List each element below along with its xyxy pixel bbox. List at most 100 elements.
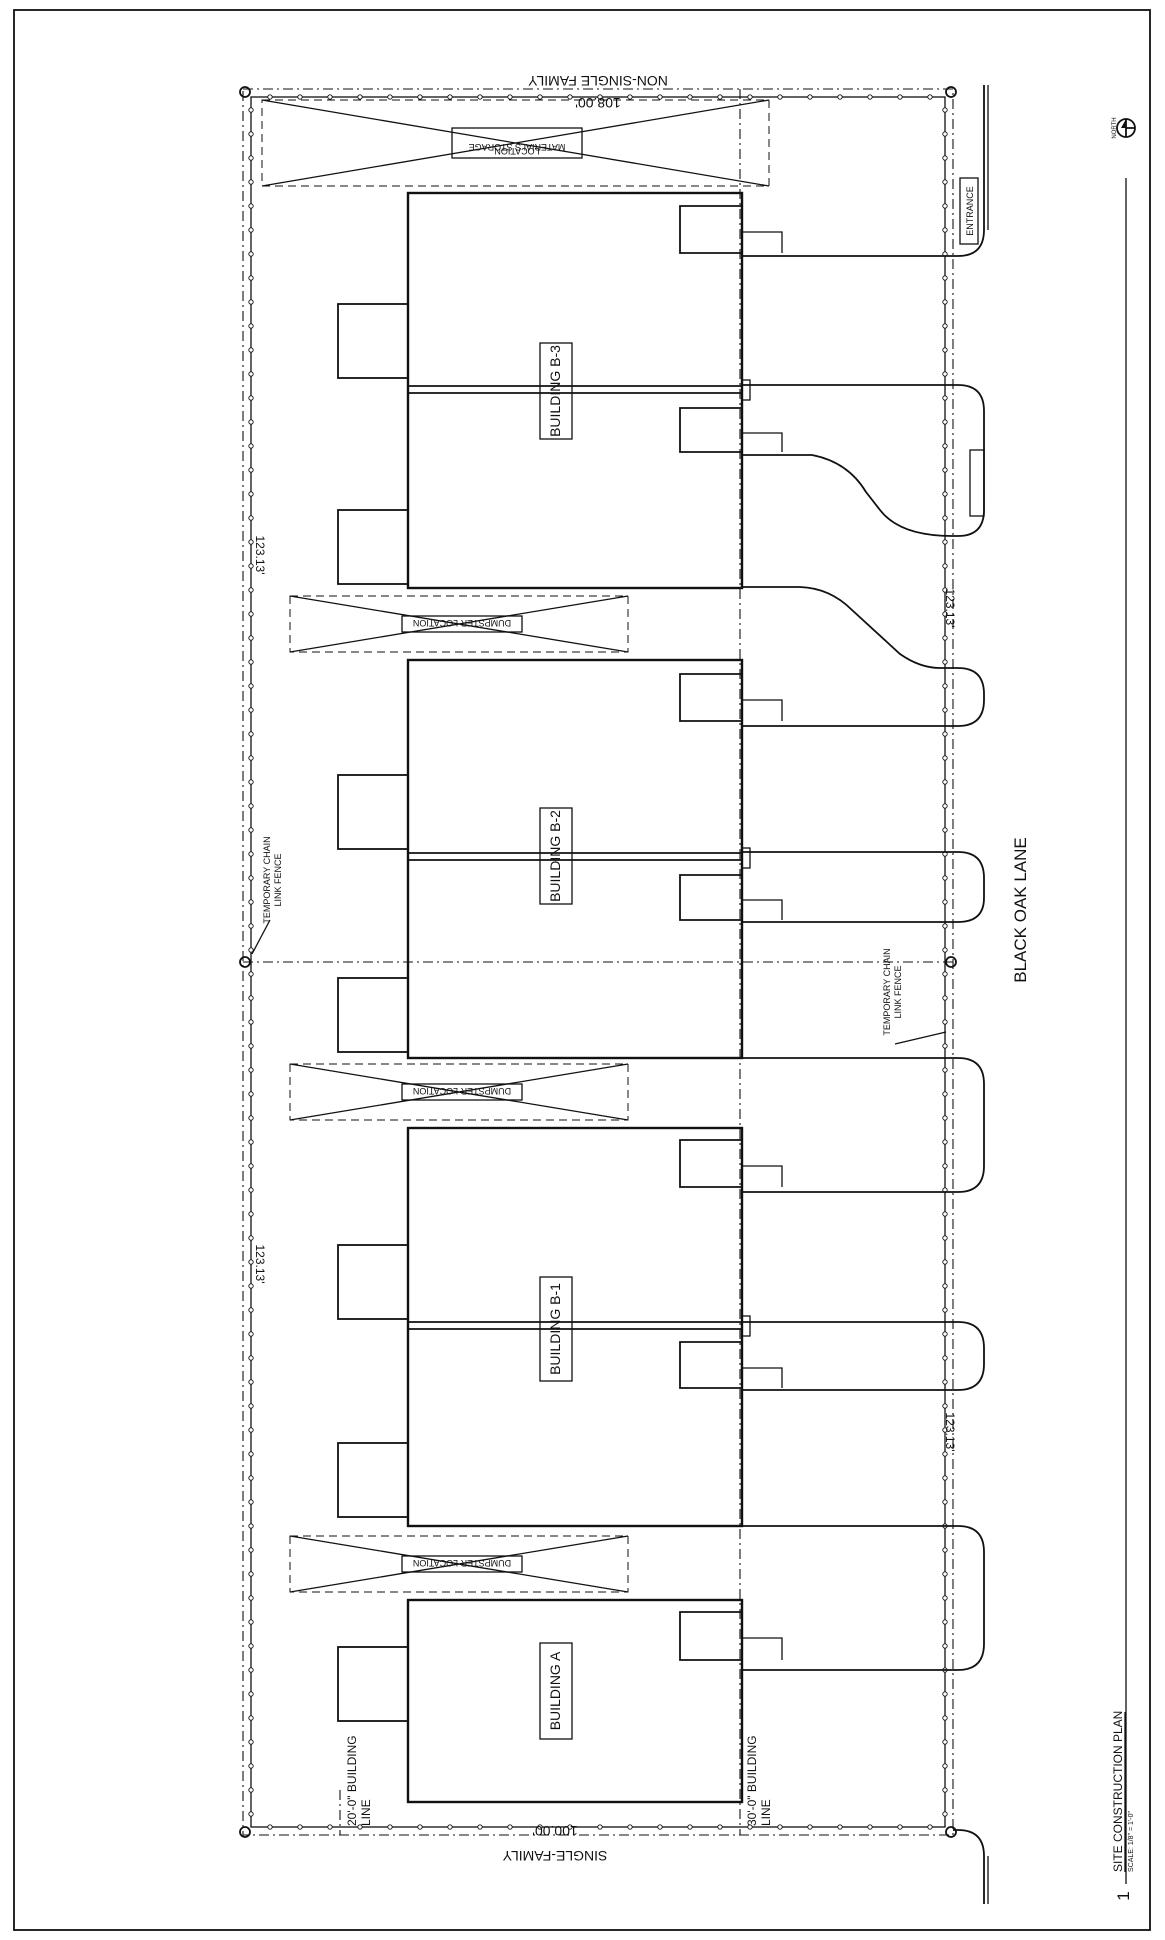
- fence-post: [267, 1824, 273, 1830]
- fence-post: [942, 539, 948, 545]
- dumpster-label: DUMPSTER LOCATION: [413, 1558, 511, 1568]
- fence-post: [942, 971, 948, 977]
- dimension-east-lower: 123.13': [943, 1413, 957, 1452]
- fence-post: [942, 947, 948, 953]
- fence-post: [248, 1595, 254, 1601]
- fence-callout-west-1: TEMPORARY CHAIN: [262, 836, 272, 923]
- fence-post: [248, 1763, 254, 1769]
- fence-post: [942, 419, 948, 425]
- fence-post: [942, 875, 948, 881]
- fence-post: [942, 467, 948, 473]
- fence-post: [942, 731, 948, 737]
- fence-post: [942, 1691, 948, 1697]
- fence-post: [248, 1571, 254, 1577]
- fence-post: [942, 755, 948, 761]
- fence-post: [248, 1643, 254, 1649]
- fence-post: [837, 1824, 843, 1830]
- fence-post: [942, 1307, 948, 1313]
- fence-post: [942, 1811, 948, 1817]
- corner-marker-e: [945, 956, 957, 968]
- materials-storage-x: [261, 99, 770, 187]
- fence-post: [248, 203, 254, 209]
- rear-patio: [337, 303, 409, 379]
- fence-post: [248, 827, 254, 833]
- fence-post: [248, 1715, 254, 1721]
- fence-post: [942, 1475, 948, 1481]
- fence-post: [248, 1787, 254, 1793]
- driveway-exit: [953, 1829, 985, 1904]
- fence-post: [942, 299, 948, 305]
- fence-posts: [248, 94, 948, 1830]
- fence-post: [248, 155, 254, 161]
- fence-post: [248, 1211, 254, 1217]
- fence-post: [387, 1824, 393, 1830]
- fence-post: [942, 635, 948, 641]
- fence-post: [747, 94, 753, 100]
- fence-post: [248, 419, 254, 425]
- fence-post: [627, 1824, 633, 1830]
- fence-post: [747, 1824, 753, 1830]
- fence-callout-west-2: LINK FENCE: [273, 853, 283, 906]
- fence-post: [507, 94, 513, 100]
- fence-post: [447, 94, 453, 100]
- fence-post: [327, 1824, 333, 1830]
- fence-post: [248, 1475, 254, 1481]
- dumpster-upper: DUMPSTER LOCATION: [289, 595, 629, 653]
- fence-post: [942, 659, 948, 665]
- fence-post: [717, 94, 723, 100]
- fence-post: [942, 683, 948, 689]
- plan-number: 1: [1114, 1891, 1133, 1900]
- materials-storage-label: MATERIALS STORAGE: [469, 142, 566, 152]
- fence-post: [942, 1259, 948, 1265]
- corner-marker-w: [239, 956, 251, 968]
- building-b3: [337, 191, 783, 590]
- fence-post: [657, 1824, 663, 1830]
- fence-post: [248, 131, 254, 137]
- fence-post: [942, 227, 948, 233]
- fence-post: [942, 1787, 948, 1793]
- fence-post: [248, 1355, 254, 1361]
- dumpster-lower: DUMPSTER LOCATION: [289, 1535, 629, 1593]
- building-line-20-label: 20'-0" BUILDING: [345, 1735, 359, 1826]
- building-b2-label: BUILDING B-2: [547, 810, 563, 902]
- fence-post: [942, 1643, 948, 1649]
- fence-post: [248, 635, 254, 641]
- fence-post: [942, 563, 948, 569]
- fence-post: [927, 94, 933, 100]
- bottom-zone-label: SINGLE-FAMILY: [502, 1848, 607, 1864]
- dimension-east-upper: 123.13': [943, 589, 957, 628]
- dumpster-label: DUMPSTER LOCATION: [413, 1086, 511, 1096]
- fence-post: [248, 947, 254, 953]
- fence-post: [297, 1824, 303, 1830]
- fence-post: [477, 1824, 483, 1830]
- fence-callout-east-leader: [894, 1031, 947, 1045]
- fence-post: [248, 275, 254, 281]
- corner-marker-se: [945, 1826, 957, 1838]
- fence-post: [942, 155, 948, 161]
- rear-patio: [337, 509, 409, 585]
- fence-post: [657, 94, 663, 100]
- fence-post: [942, 1355, 948, 1361]
- fence-post: [477, 94, 483, 100]
- fence-post: [248, 539, 254, 545]
- fence-post: [627, 94, 633, 100]
- fence-post: [942, 1451, 948, 1457]
- fence-post: [248, 875, 254, 881]
- fence-post: [248, 1667, 254, 1673]
- fence-post: [248, 1091, 254, 1097]
- fence-post: [248, 1451, 254, 1457]
- fence-post: [942, 923, 948, 929]
- fence-post: [942, 1331, 948, 1337]
- dimension-west-lower: 123.13': [253, 1245, 267, 1284]
- fence-post: [942, 1067, 948, 1073]
- plan-title: SITE CONSTRUCTION PLAN: [1111, 1711, 1125, 1872]
- fence-post: [942, 1379, 948, 1385]
- fence-post: [267, 94, 273, 100]
- fence-post: [717, 1824, 723, 1830]
- fence-post: [248, 851, 254, 857]
- fence-post: [248, 1811, 254, 1817]
- fence-post: [248, 707, 254, 713]
- fence-post: [942, 1091, 948, 1097]
- fence-post: [248, 1499, 254, 1505]
